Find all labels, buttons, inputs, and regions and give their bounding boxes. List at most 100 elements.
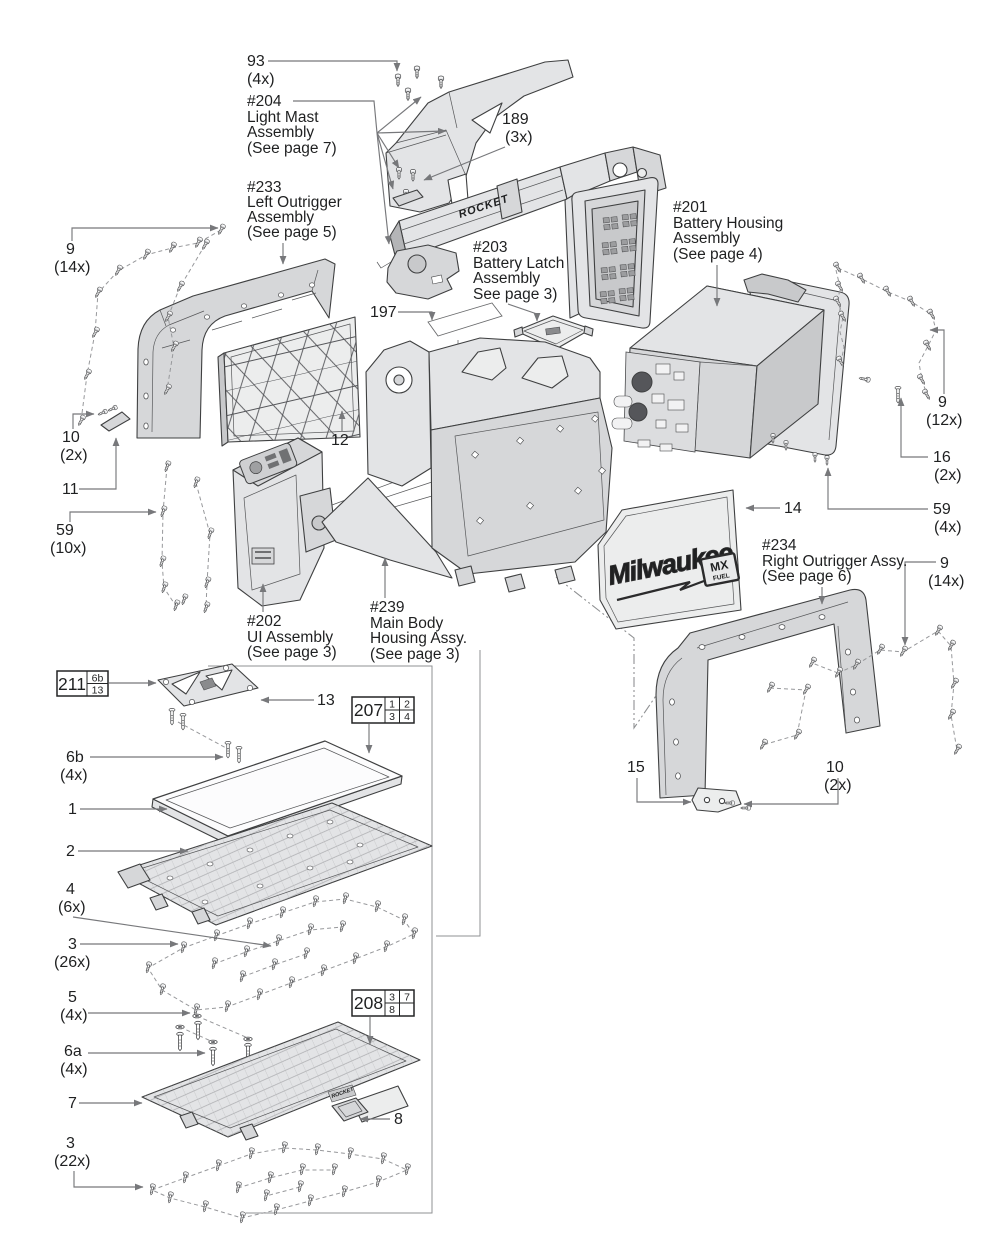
svg-text:#203: #203	[473, 239, 507, 256]
svg-text:(See page 6): (See page 6)	[762, 568, 852, 585]
callout-201: #201 Battery Housing Assembly (See page …	[673, 199, 783, 263]
svg-text:12: 12	[331, 432, 349, 449]
svg-text:Light Mast: Light Mast	[247, 109, 319, 126]
battery-housing	[611, 273, 850, 459]
callout-2: 2	[66, 843, 75, 860]
svg-text:#233: #233	[247, 179, 281, 196]
callout-197: 197	[370, 304, 397, 321]
svg-text:(4x): (4x)	[60, 1007, 88, 1024]
callout-10-left: 10 (2x)	[60, 429, 88, 464]
svg-text:(10x): (10x)	[50, 540, 86, 557]
callout-9-bottom-right: 9 (14x)	[928, 555, 964, 590]
screws-10-left-and-clip-11	[96, 404, 131, 432]
svg-text:(4x): (4x)	[60, 767, 88, 784]
svg-text:(2x): (2x)	[824, 777, 852, 794]
callout-202: #202 UI Assembly (See page 3)	[247, 613, 337, 661]
callout-13: 13	[317, 692, 335, 709]
svg-text:Assembly: Assembly	[247, 124, 314, 141]
svg-text:9: 9	[66, 241, 75, 258]
svg-text:UI Assembly: UI Assembly	[247, 629, 333, 646]
svg-text:8: 8	[389, 1004, 395, 1016]
svg-text:2: 2	[404, 699, 410, 711]
right-outrigger	[655, 588, 881, 813]
main-body-housing	[321, 337, 613, 593]
svg-text:3: 3	[389, 992, 395, 1004]
callout-6b: 6b (4x)	[60, 749, 88, 784]
leader-lines	[69, 60, 945, 1191]
svg-text:9: 9	[940, 555, 949, 572]
svg-text:(See page 7): (See page 7)	[247, 140, 337, 157]
callout-5: 5 (4x)	[60, 989, 88, 1024]
callout-3a: 3 (26x)	[54, 936, 90, 971]
svg-text:3: 3	[66, 1135, 75, 1152]
callout-8: 8	[394, 1111, 403, 1128]
svg-text:3: 3	[389, 711, 395, 723]
svg-text:5: 5	[68, 989, 77, 1006]
svg-text:#201: #201	[673, 199, 707, 216]
svg-text:13: 13	[92, 685, 104, 697]
screw-chain-9-left	[76, 223, 227, 427]
svg-text:#234: #234	[762, 537, 797, 554]
svg-text:6a: 6a	[64, 1043, 82, 1060]
callout-204: #204 Light Mast Assembly (See page 7)	[247, 93, 337, 157]
honeycomb-panel	[217, 316, 361, 447]
svg-text:6b: 6b	[66, 749, 84, 766]
callout-14: 14	[784, 500, 802, 517]
callout-233: #233 Left Outrigger Assembly (See page 5…	[247, 179, 342, 241]
svg-text:Housing Assy.: Housing Assy.	[370, 630, 467, 647]
callout-9-right: 9 (12x)	[926, 394, 962, 429]
callout-12: 12	[331, 432, 349, 449]
svg-text:Left Outrigger: Left Outrigger	[247, 194, 342, 211]
svg-text:7: 7	[404, 992, 410, 1004]
svg-text:3: 3	[68, 936, 77, 953]
bracket-lines	[208, 576, 665, 1214]
screw-chain-9-bottom-right	[758, 624, 963, 756]
ref-box-208: 208 3 7 8	[351, 989, 415, 1017]
washers-5-and-screws-6a	[175, 1013, 253, 1066]
mast-lower-cover	[386, 244, 460, 300]
callout-16: 16 (2x)	[933, 449, 962, 484]
tray-2	[117, 802, 433, 926]
callout-4: 4 (6x)	[58, 881, 86, 916]
svg-text:Assembly: Assembly	[247, 209, 314, 226]
svg-text:14: 14	[784, 500, 802, 517]
svg-text:(12x): (12x)	[926, 412, 962, 429]
svg-text:(6x): (6x)	[58, 899, 86, 916]
ui-assembly	[232, 437, 433, 607]
screw-chain-59-left	[157, 459, 215, 614]
svg-text:9: 9	[938, 394, 947, 411]
callout-93: 93 (4x)	[247, 53, 275, 88]
outrigger-foot-15	[691, 787, 742, 813]
svg-text:59: 59	[933, 501, 951, 518]
svg-text:10: 10	[62, 429, 80, 446]
screw-chain-9-right	[832, 261, 937, 401]
svg-text:(4x): (4x)	[934, 519, 962, 536]
svg-text:FUEL: FUEL	[712, 572, 730, 582]
battery-latch-plate	[513, 315, 594, 350]
battery-pcb	[611, 351, 701, 453]
mx-fuel-badge: MX FUEL	[699, 552, 741, 587]
callout-11: 11	[62, 481, 79, 498]
svg-text:(2x): (2x)	[934, 467, 962, 484]
svg-text:59: 59	[56, 522, 74, 539]
svg-text:(2x): (2x)	[60, 447, 88, 464]
callout-234: #234 Right Outrigger Assy. (See page 6)	[762, 537, 907, 585]
svg-text:(See page 3): (See page 3)	[370, 646, 460, 663]
svg-text:#204: #204	[247, 93, 282, 110]
svg-text:(14x): (14x)	[928, 573, 964, 590]
svg-text:Main Body: Main Body	[370, 615, 443, 632]
screws-16	[858, 375, 902, 404]
callout-203: #203 Battery Latch Assembly See page 3)	[473, 239, 564, 303]
screw-ring-3a	[144, 892, 419, 1016]
svg-text:16: 16	[933, 449, 951, 466]
screws-189	[392, 167, 424, 207]
callout-15: 15	[627, 759, 645, 776]
svg-text:197: 197	[370, 304, 397, 321]
svg-text:15: 15	[627, 759, 645, 776]
led-head	[564, 177, 659, 329]
screws-93	[394, 65, 445, 101]
svg-text:Battery Housing: Battery Housing	[673, 215, 783, 232]
callout-9-left: 9 (14x)	[54, 241, 90, 276]
svg-text:(22x): (22x)	[54, 1153, 90, 1170]
